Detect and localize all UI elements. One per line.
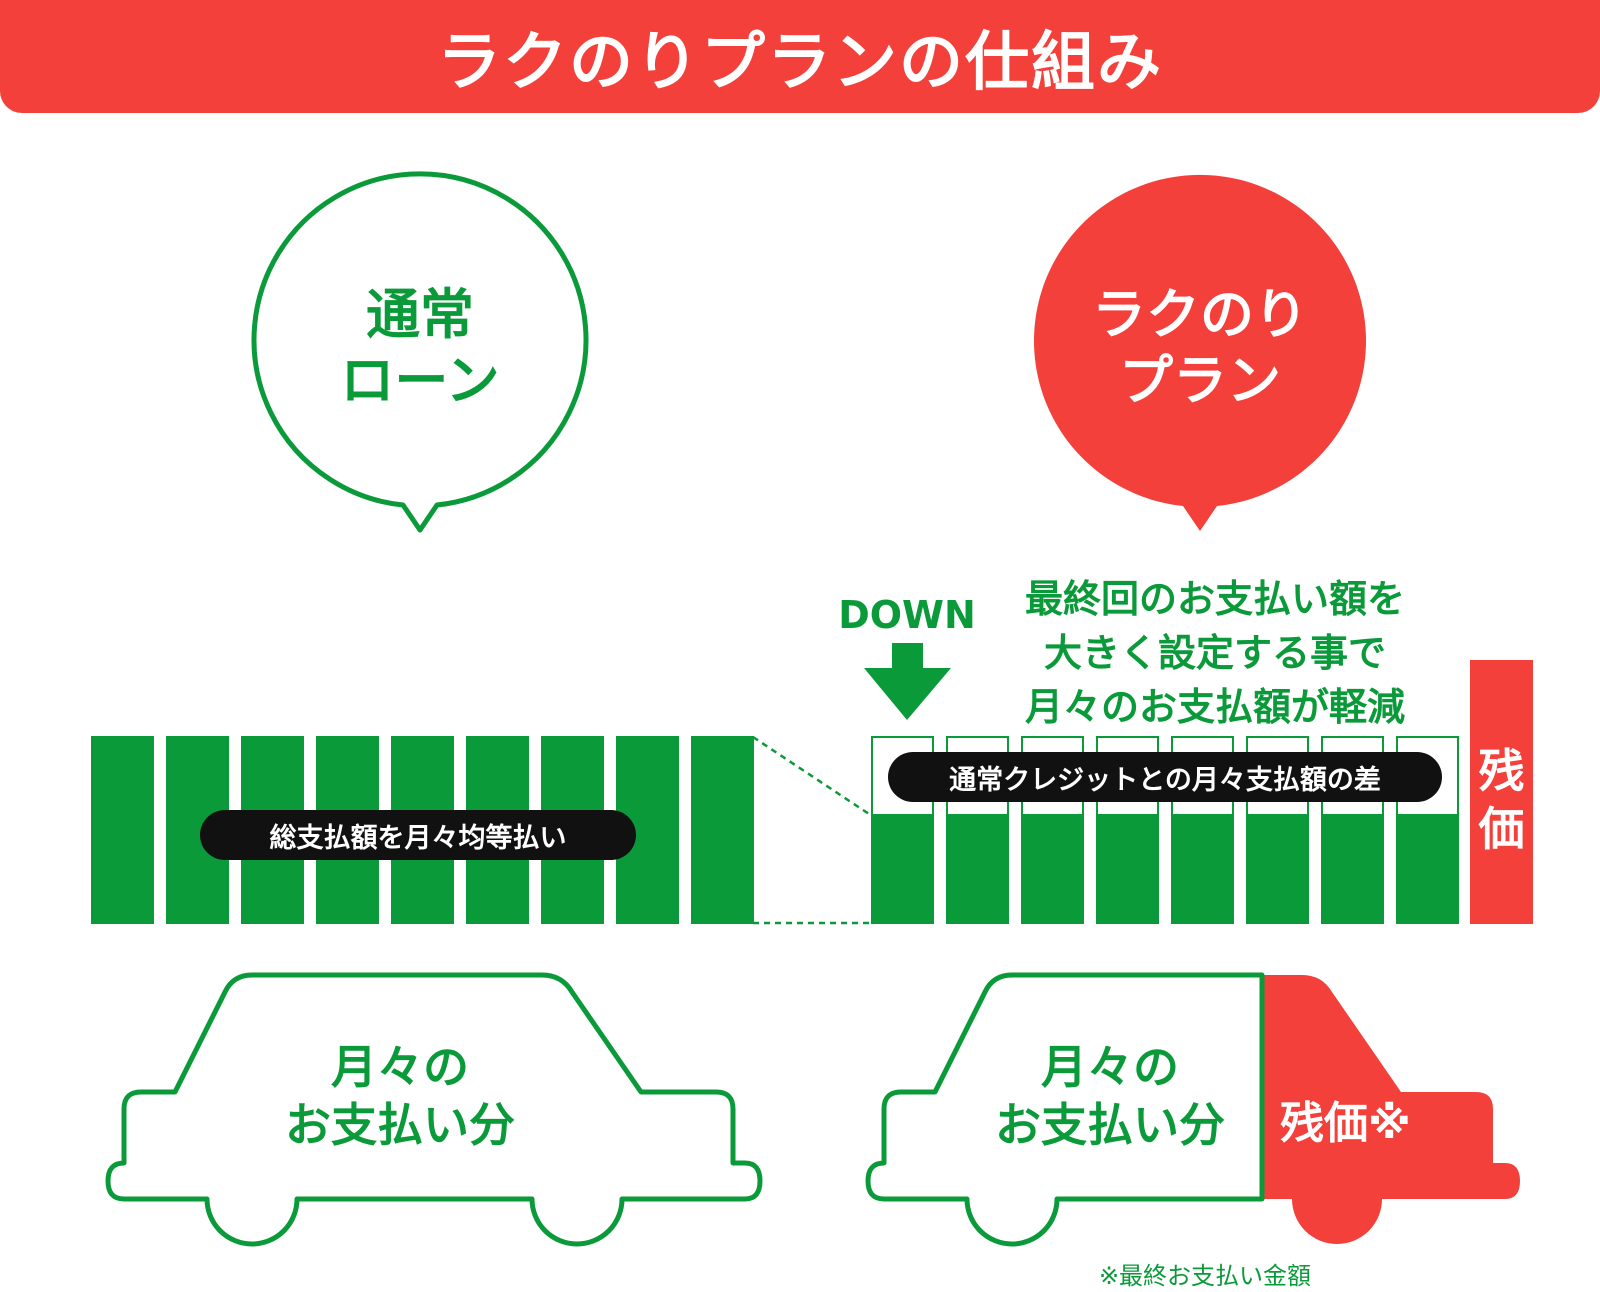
desc-line1: 最終回のお支払い額を [1024,577,1405,621]
rakunori-plan-bubble [1034,174,1366,532]
normal-bubble-line2: ローン [340,349,500,412]
rakunori-car-residual-label: 残価※ [1280,1098,1411,1149]
rakunori-payment-bar [946,814,1009,924]
normal-payment-bar [691,736,754,924]
normal-car-line1: 月々の [331,1040,469,1094]
footnote: ※最終お支払い金額 [1098,1262,1312,1290]
rakunori-payment-bar [871,814,934,924]
rakunori-car-line2: お支払い分 [995,1098,1225,1152]
rakunori-bubble-label: ラクのり プラン [1030,282,1370,414]
rakunori-car-residual-part [1262,975,1520,1244]
monthly-difference-pill: 通常クレジットとの月々支払額の差 [888,752,1442,802]
monthly-equal-payment-pill: 総支払額を月々均等払い [200,810,636,860]
top-dotted-connector [752,735,870,816]
title-banner: ラクのりプランの仕組み [0,0,1600,113]
rakunori-payment-bar [1021,814,1084,924]
rakunori-bubble-line1: ラクのり [1092,283,1308,346]
rakunori-payment-bar [1396,814,1459,924]
rakunori-bubble-line2: プラン [1119,349,1281,412]
residual-value-bar [1470,660,1533,924]
rakunori-payment-bar [1096,814,1159,924]
rakunori-car-label: 月々の お支払い分 [960,1038,1260,1154]
desc-line3: 月々のお支払額が軽減 [1024,685,1405,729]
normal-bubble-line1: 通常 [366,283,474,346]
normal-loan-car [105,972,763,1247]
residual-bar-label: 残 価 [1470,742,1533,858]
normal-car-line2: お支払い分 [285,1098,515,1152]
normal-payment-bar [91,736,154,924]
rakunori-payment-bar [1246,814,1309,924]
down-arrow-icon [864,643,951,720]
rakunori-payment-bar [1321,814,1384,924]
desc-line2: 大きく設定する事で [1043,631,1386,675]
rakunori-description: 最終回のお支払い額を 大きく設定する事で 月々のお支払額が軽減 [990,572,1440,734]
normal-loan-bubble [251,171,589,533]
residual-bar-line1: 残 [1478,744,1525,798]
rakunori-car-line1: 月々の [1041,1040,1179,1094]
normal-loan-bubble-label: 通常 ローン [250,282,590,414]
residual-bar-line2: 価 [1478,802,1525,856]
rakunori-payment-bar [1171,814,1234,924]
rakunori-car-monthly-part [865,972,1265,1247]
normal-car-label: 月々の お支払い分 [250,1038,550,1154]
down-label: DOWN [838,593,976,637]
page-title: ラクのりプランの仕組み [437,25,1163,100]
